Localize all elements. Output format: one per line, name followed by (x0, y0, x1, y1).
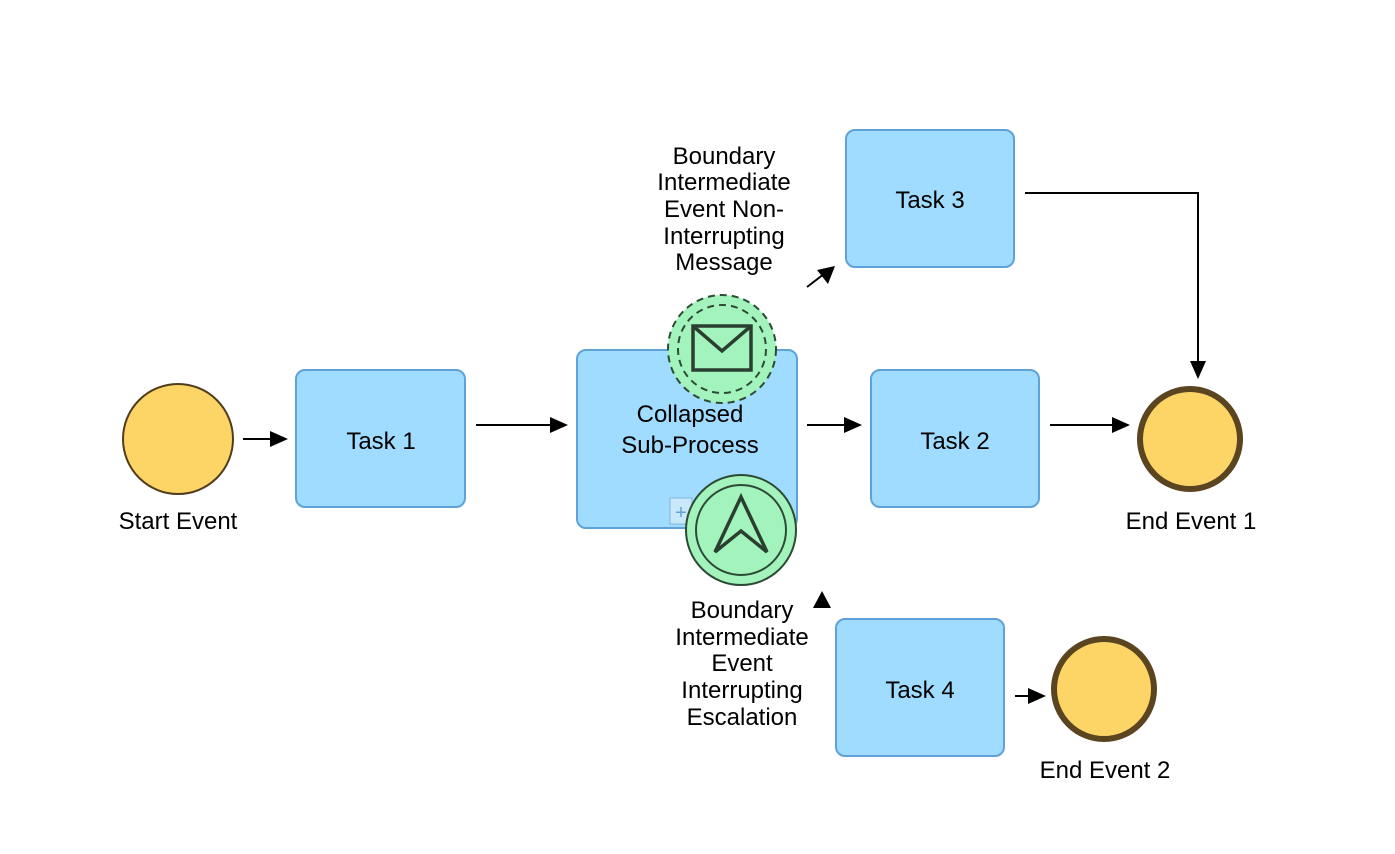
sequence-flow-task1-subprocess[interactable] (476, 417, 568, 433)
end-event-2[interactable] (1051, 636, 1157, 742)
sequence-flow-task2-end1[interactable] (1050, 417, 1130, 433)
task-4[interactable]: Task 4 (835, 618, 1005, 757)
task-2[interactable]: Task 2 (870, 369, 1040, 508)
sequence-flow-escalation-task4[interactable] (813, 591, 831, 608)
svg-text:Event: Event (711, 650, 773, 677)
sequence-flow-message-task3[interactable] (806, 266, 835, 288)
svg-text:Boundary: Boundary (691, 597, 794, 624)
svg-text:Interrupting: Interrupting (663, 223, 784, 250)
escalation-arrow-icon (713, 492, 769, 554)
task-3-label: Task 3 (895, 187, 964, 214)
svg-text:Intermediate: Intermediate (675, 624, 808, 651)
task-1[interactable]: Task 1 (295, 369, 466, 508)
task-4-label: Task 4 (885, 677, 954, 704)
svg-text:Escalation: Escalation (687, 704, 798, 731)
end-event-2-label: End Event 2 (1040, 757, 1171, 784)
envelope-icon (691, 324, 753, 372)
task-3[interactable]: Task 3 (845, 129, 1015, 268)
sequence-flow-task3-end1[interactable] (1025, 192, 1206, 379)
task-1-label: Task 1 (346, 428, 415, 455)
message-boundary-event[interactable] (667, 294, 777, 404)
svg-text:Intermediate: Intermediate (657, 169, 790, 196)
sequence-flow-start-task1[interactable] (243, 431, 288, 447)
start-event-label: Start Event (119, 508, 238, 535)
end-event-1-label: End Event 1 (1126, 508, 1257, 535)
sequence-flow-subprocess-task2[interactable] (807, 417, 862, 433)
svg-text:Boundary: Boundary (673, 143, 776, 170)
svg-text:Message: Message (675, 249, 772, 276)
svg-text:Event Non-: Event Non- (664, 196, 784, 223)
escalation-boundary-label: Boundary Intermediate Event Interrupting… (675, 597, 808, 731)
escalation-boundary-event[interactable] (685, 474, 797, 586)
svg-text:Interrupting: Interrupting (681, 677, 802, 704)
sequence-flow-task4-end2[interactable] (1015, 688, 1046, 704)
start-event[interactable] (122, 383, 234, 495)
message-boundary-label: Boundary Intermediate Event Non- Interru… (657, 143, 790, 276)
subprocess-label-line1: Collapsed (637, 401, 744, 428)
task-2-label: Task 2 (920, 428, 989, 455)
subprocess-expand-icon: + (675, 502, 687, 524)
end-event-1[interactable] (1137, 386, 1243, 492)
subprocess-label-line2: Sub-Process (621, 432, 758, 459)
